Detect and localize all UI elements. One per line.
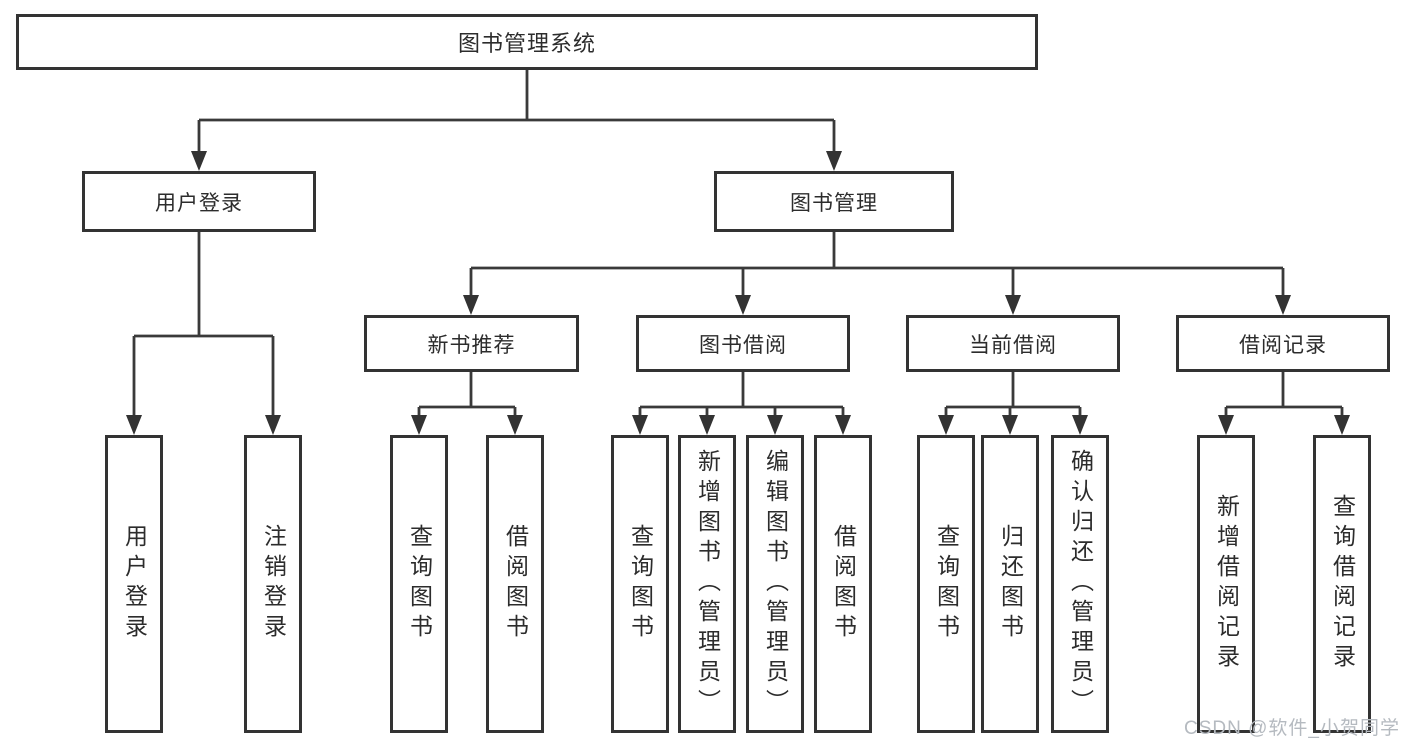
node-borrowing-records: 借阅记录 bbox=[1176, 315, 1390, 372]
leaf-edit-books-admin: 编辑图书（管理员） bbox=[746, 435, 804, 733]
leaf-logout: 注销登录 bbox=[244, 435, 302, 733]
leaf-borrow-books-bb: 借阅图书 bbox=[814, 435, 872, 733]
leaf-query-books-bb: 查询图书 bbox=[611, 435, 669, 733]
leaf-query-books-cb: 查询图书 bbox=[917, 435, 975, 733]
leaf-query-books-nbr: 查询图书 bbox=[390, 435, 448, 733]
node-library-management-system: 图书管理系统 bbox=[16, 14, 1038, 70]
node-book-borrowing: 图书借阅 bbox=[636, 315, 850, 372]
csdn-watermark: CSDN @软件_小贺同学 bbox=[1184, 718, 1400, 739]
leaf-add-books-admin: 新增图书（管理员） bbox=[678, 435, 736, 733]
node-current-borrowing: 当前借阅 bbox=[906, 315, 1120, 372]
leaf-user-login: 用户登录 bbox=[105, 435, 163, 733]
leaf-confirm-return-admin: 确认归还（管理员） bbox=[1051, 435, 1109, 733]
leaf-add-borrow-record: 新增借阅记录 bbox=[1197, 435, 1255, 733]
node-new-book-recommendation: 新书推荐 bbox=[364, 315, 579, 372]
leaf-return-books: 归还图书 bbox=[981, 435, 1039, 733]
node-user-login: 用户登录 bbox=[82, 171, 316, 232]
leaf-query-borrow-record: 查询借阅记录 bbox=[1313, 435, 1371, 733]
leaf-borrow-books-nbr: 借阅图书 bbox=[486, 435, 544, 733]
node-book-management: 图书管理 bbox=[714, 171, 954, 232]
